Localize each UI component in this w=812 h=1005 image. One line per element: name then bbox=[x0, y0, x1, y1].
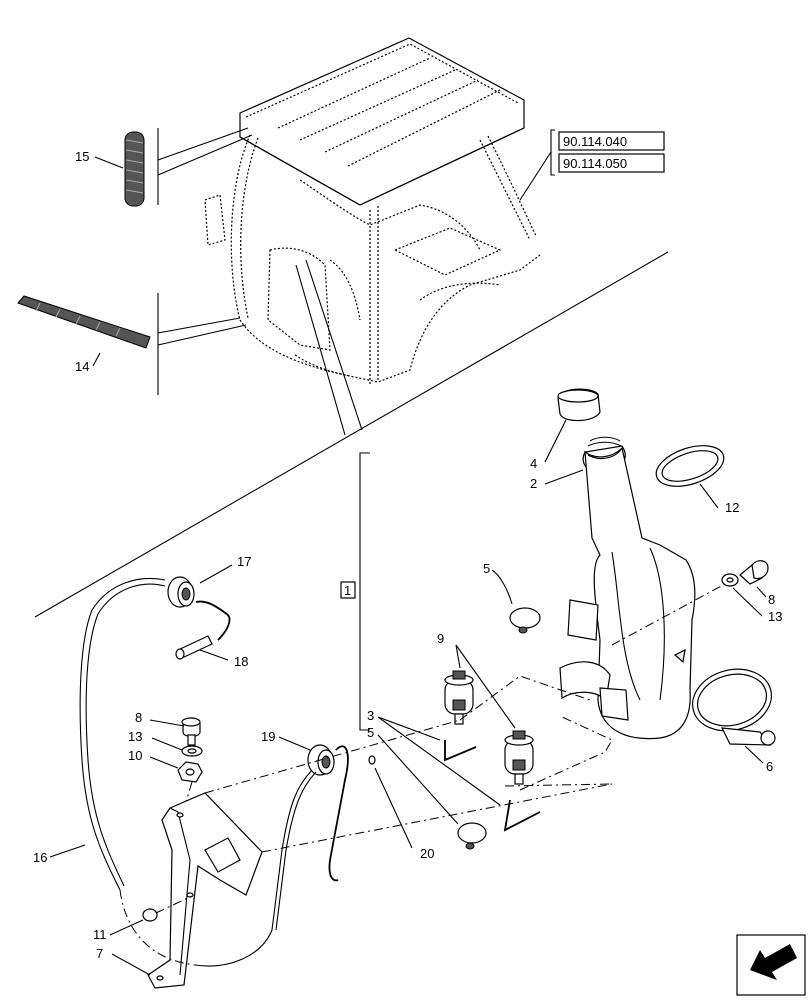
leader-line bbox=[295, 264, 346, 436]
callout-11: 11 bbox=[93, 927, 107, 942]
leader-line bbox=[519, 151, 552, 201]
callout-8-right: 8 bbox=[768, 592, 775, 607]
leader-line bbox=[305, 259, 363, 431]
callout-13-left: 13 bbox=[128, 729, 142, 744]
callout-2: 2 bbox=[530, 476, 537, 491]
callout-20: 20 bbox=[420, 846, 434, 861]
callout-6: 6 bbox=[766, 759, 773, 774]
assembly-line bbox=[155, 895, 193, 914]
assembly-line bbox=[519, 715, 613, 791]
assembly-line bbox=[181, 781, 193, 816]
routing-line bbox=[119, 889, 196, 966]
callout-16: 16 bbox=[33, 850, 47, 865]
callout-15: 15 bbox=[75, 149, 89, 164]
reference-text: 90.114.050 bbox=[563, 156, 627, 171]
band-clamp bbox=[691, 668, 776, 746]
callout-4: 4 bbox=[530, 456, 537, 471]
pin bbox=[368, 755, 376, 765]
elbow-hose-1 bbox=[444, 740, 477, 762]
callout-18: 18 bbox=[234, 654, 248, 669]
callout-10: 10 bbox=[128, 748, 142, 763]
assembly-line bbox=[504, 783, 613, 787]
assembly-line bbox=[204, 719, 461, 794]
elbow-hose-upper bbox=[195, 600, 231, 641]
washer-left bbox=[181, 745, 203, 757]
grommet-upper bbox=[167, 576, 195, 608]
bolt-left bbox=[181, 717, 201, 746]
callout-5-upper: 5 bbox=[483, 561, 490, 576]
reference-box-1[interactable]: 90.114.040 bbox=[558, 131, 665, 151]
reference-bracket bbox=[550, 129, 555, 176]
washer-pump-2 bbox=[504, 730, 534, 785]
washer-hose-right bbox=[194, 769, 313, 967]
callout-3: 3 bbox=[367, 708, 374, 723]
callout-8-left: 8 bbox=[135, 710, 142, 725]
reference-text: 90.114.040 bbox=[563, 134, 627, 149]
screw bbox=[175, 635, 213, 660]
corrugated-hose-long bbox=[17, 295, 151, 349]
callout-19: 19 bbox=[261, 729, 275, 744]
washer-pump-1 bbox=[444, 670, 474, 725]
callout-17: 17 bbox=[237, 554, 251, 569]
hose-clip-lower bbox=[457, 822, 487, 850]
section-divider bbox=[34, 251, 669, 618]
callout-9: 9 bbox=[437, 631, 444, 646]
washer-hose-long bbox=[79, 577, 166, 891]
callout-12: 12 bbox=[725, 500, 739, 515]
assembly-line bbox=[261, 783, 613, 853]
seal-ring bbox=[655, 445, 725, 487]
washer-reservoir bbox=[559, 436, 696, 740]
group-label-box[interactable] bbox=[340, 581, 356, 599]
washer-right bbox=[721, 573, 739, 587]
corrugated-hose-short bbox=[124, 131, 145, 207]
callout-7: 7 bbox=[96, 946, 103, 961]
mounting-bracket bbox=[147, 792, 263, 989]
grommet-small bbox=[142, 908, 158, 922]
arrow-left-down-icon bbox=[750, 944, 797, 980]
cab-frame bbox=[204, 37, 541, 385]
bolt-right bbox=[739, 560, 769, 585]
nav-arrow-button[interactable] bbox=[736, 934, 806, 996]
nut-left bbox=[177, 761, 203, 783]
group-label: 1 bbox=[344, 583, 351, 598]
hose-clip-upper bbox=[509, 607, 541, 634]
callout-5-lower: 5 bbox=[367, 725, 374, 740]
callout-14: 14 bbox=[75, 359, 89, 374]
reference-box-2[interactable]: 90.114.050 bbox=[558, 153, 665, 173]
reservoir-cap bbox=[557, 388, 601, 422]
group-bracket bbox=[359, 452, 370, 731]
callout-13-right: 13 bbox=[768, 609, 782, 624]
